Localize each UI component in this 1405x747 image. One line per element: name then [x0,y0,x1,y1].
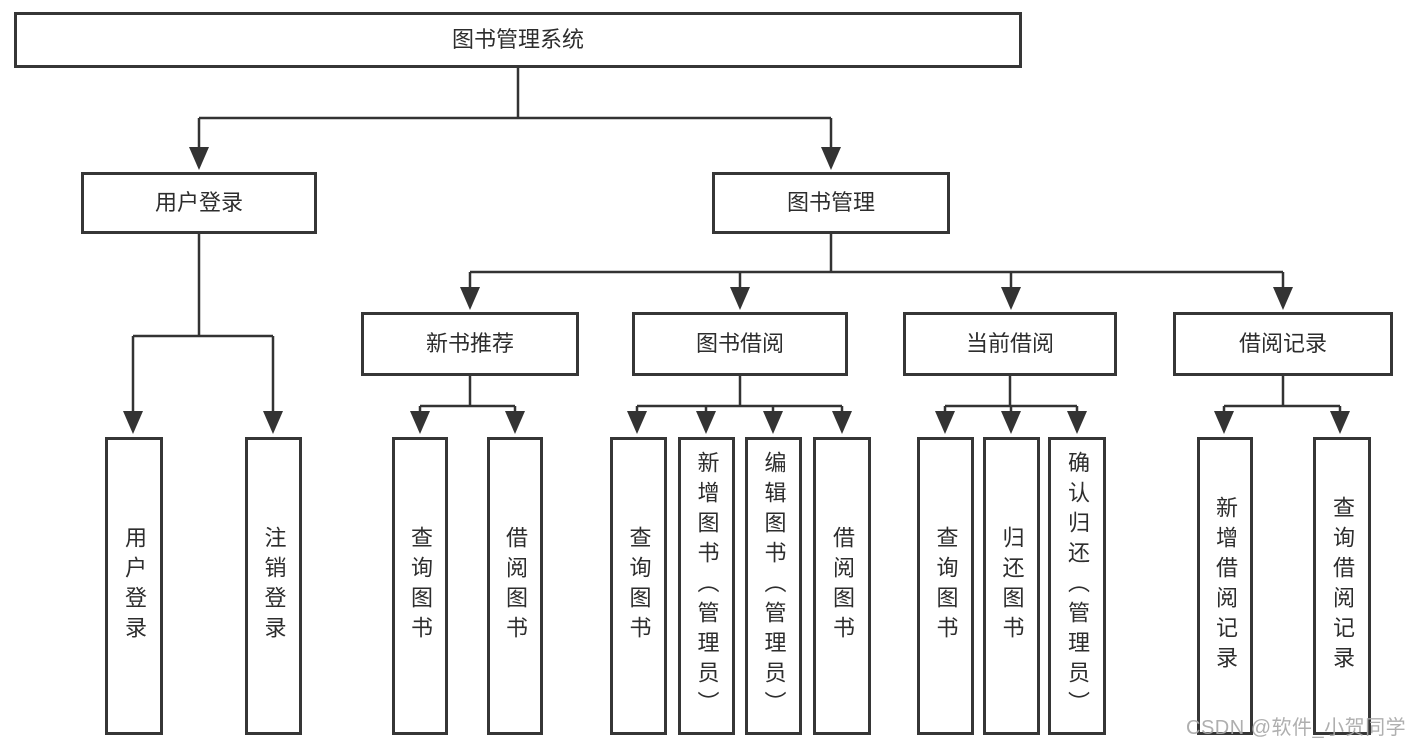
leaf-bb-query-book: 查询图书 [610,437,667,735]
leaf-cb-return-book: 归还图书 [983,437,1040,735]
connector-borrow-record [1214,376,1350,434]
leaf-user-login: 用户登录 [105,437,163,735]
connector-book-management-to-level3 [460,234,1293,310]
arrowhead-icon [1001,287,1021,310]
node-root-system: 图书管理系统 [14,12,1022,68]
csdn-watermark: CSDN @软件_小贺同学 [1186,717,1405,739]
node-user-login-branch: 用户登录 [81,172,317,234]
node-book-borrow: 图书借阅 [632,312,848,376]
arrowhead-icon [123,411,143,434]
node-new-book-recommend: 新书推荐 [361,312,579,376]
leaf-logout-login: 注销登录 [245,437,302,735]
arrowhead-icon [1273,287,1293,310]
leaf-nb-borrow-book: 借阅图书 [487,437,543,735]
arrowhead-icon [1330,411,1350,434]
leaf-bb-add-book-admin: 新增图书（管理员） [678,437,735,735]
arrowhead-icon [1067,411,1087,434]
connector-new-book-recommend [410,376,525,434]
connector-root-to-level2 [189,68,841,170]
arrowhead-icon [696,411,716,434]
node-current-borrow: 当前借阅 [903,312,1117,376]
leaf-bb-edit-book-admin: 编辑图书（管理员） [745,437,802,735]
arrowhead-icon [763,411,783,434]
connector-user-login-branch [123,234,283,434]
arrowhead-icon [189,147,209,170]
arrowhead-icon [505,411,525,434]
arrowhead-icon [832,411,852,434]
arrowhead-icon [935,411,955,434]
arrowhead-icon [1214,411,1234,434]
node-borrow-record: 借阅记录 [1173,312,1393,376]
leaf-br-query-borrow-record: 查询借阅记录 [1313,437,1371,735]
connector-current-borrow [935,376,1087,434]
arrowhead-icon [1001,411,1021,434]
arrowhead-icon [263,411,283,434]
arrowhead-icon [730,287,750,310]
arrowhead-icon [460,287,480,310]
arrowhead-icon [627,411,647,434]
leaf-nb-query-book: 查询图书 [392,437,448,735]
arrowhead-icon [410,411,430,434]
leaf-br-add-borrow-record: 新增借阅记录 [1197,437,1253,735]
leaf-cb-confirm-return-admin: 确认归还（管理员） [1048,437,1106,735]
connector-book-borrow [627,376,852,434]
leaf-bb-borrow-book: 借阅图书 [813,437,871,735]
node-book-management: 图书管理 [712,172,950,234]
leaf-cb-query-book: 查询图书 [917,437,974,735]
arrowhead-icon [821,147,841,170]
